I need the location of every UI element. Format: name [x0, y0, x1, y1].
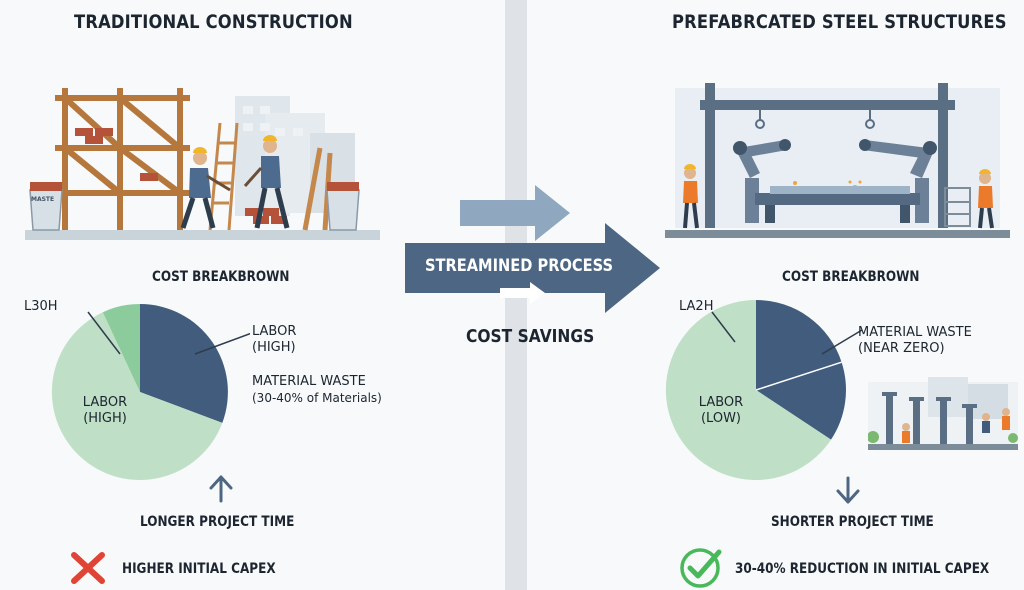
left-material-waste-line1: MATERIAL WASTE	[252, 374, 366, 389]
prefab-factory-illustration	[665, 83, 1010, 238]
right-pie-center-line1: LABOR	[698, 395, 744, 410]
cost-savings-label: COST SAVINGS	[466, 326, 595, 347]
left-pie-slice-small	[102, 303, 140, 392]
small-light-arrow	[460, 185, 570, 241]
left-pie-center-label: LABOR (HIGH)	[80, 395, 130, 427]
big-dark-arrow	[405, 223, 660, 313]
right-pie-slice-material-waste	[756, 300, 842, 390]
right-cost-breakdown-title: COST BREAKBROWN	[782, 269, 920, 285]
left-pie-slice-labor-high	[140, 304, 228, 423]
left-pie-slice-labor-main	[51, 312, 223, 480]
right-capex-label: 30-40% REDUCTION IN INITIAL CAPEX	[735, 561, 990, 577]
right-cost-pie	[665, 299, 863, 480]
traditional-construction-illustration	[25, 88, 380, 240]
steel-columns-illustration	[868, 377, 1018, 450]
left-pie-small-label: L30H	[24, 299, 58, 314]
right-pie-center-line2: (LOW)	[700, 411, 741, 426]
red-x-icon	[71, 552, 105, 584]
left-pie-center-line1: LABOR	[82, 395, 128, 410]
right-pie-slice-labor-low	[665, 299, 831, 480]
left-time-label: LONGER PROJECT TIME	[140, 514, 295, 530]
down-arrow-icon	[836, 476, 860, 504]
streamlined-process-label: STREAMINED PROCESS	[425, 256, 614, 276]
left-capex-label: HIGHER INITIAL CAPEX	[122, 561, 276, 577]
left-labor-high-line1: LABOR	[252, 324, 297, 339]
waste-bucket-label: MASTE	[31, 196, 55, 203]
left-material-waste-label: MATERIAL WASTE (30-40% of Materials)	[252, 374, 382, 406]
left-labor-high-line2: (HIGH)	[252, 340, 296, 355]
small-white-arrow	[500, 282, 545, 304]
right-pie-center-label: LABOR (LOW)	[696, 395, 746, 427]
right-material-waste-line2: (NEAR ZERO)	[858, 341, 945, 356]
up-arrow-icon	[209, 475, 233, 503]
left-title: TRADITIONAL CONSTRUCTION	[74, 11, 353, 33]
right-title: PREFABRCATED STEEL STRUCTURES	[672, 11, 1007, 33]
left-cost-breakdown-title: COST BREAKBROWN	[152, 269, 290, 285]
right-pie-slice-labor-other	[756, 362, 846, 440]
green-check-icon	[680, 548, 722, 588]
right-pie-small-label: LA2H	[679, 299, 714, 314]
right-material-waste-line1: MATERIAL WASTE	[858, 325, 972, 340]
right-time-label: SHORTER PROJECT TIME	[771, 514, 934, 530]
process-arrows	[405, 185, 660, 313]
left-pie-center-line2: (HIGH)	[83, 411, 127, 426]
left-cost-pie	[51, 303, 250, 480]
right-material-waste-label: MATERIAL WASTE (NEAR ZERO)	[858, 325, 972, 357]
left-material-waste-line2: (30-40% of Materials)	[252, 391, 382, 405]
left-labor-high-label: LABOR (HIGH)	[252, 324, 296, 356]
